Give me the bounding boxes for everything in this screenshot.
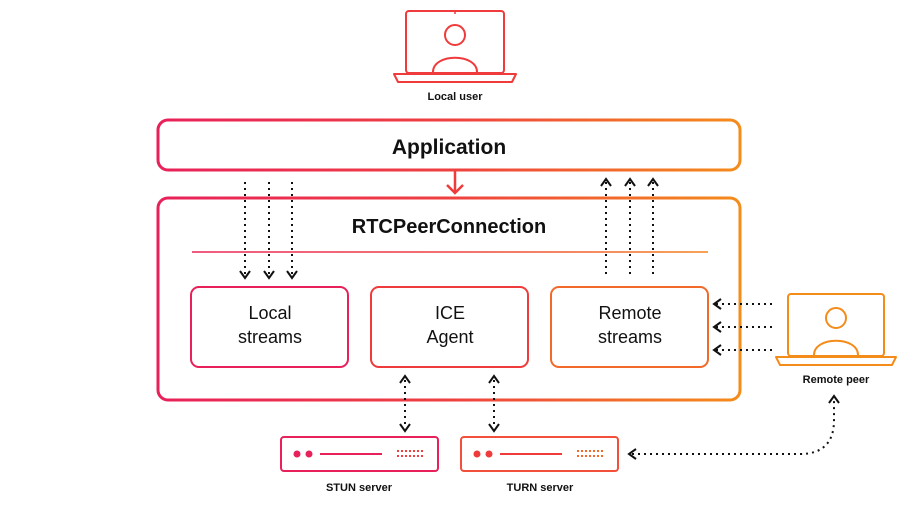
application-to-peerconnection-arrow — [446, 171, 464, 195]
turn-remote-peer-arrow — [627, 394, 840, 460]
remote-streams-box — [550, 286, 709, 368]
ice-agent-line1: ICE — [435, 303, 465, 323]
remote-streams-up-arrows — [600, 177, 659, 274]
local-streams-down-arrows — [239, 182, 298, 280]
ice-turn-arrow — [488, 374, 500, 433]
local-streams-box — [190, 286, 349, 368]
local-user-label: Local user — [427, 91, 483, 103]
application-label: Application — [392, 136, 506, 159]
ice-agent-line2: Agent — [426, 327, 473, 347]
turn-server-icon — [460, 436, 619, 472]
peer-connection-label: RTCPeerConnection — [352, 216, 546, 238]
local-streams-line2: streams — [238, 327, 302, 347]
stun-server-label: STUN server — [326, 482, 393, 494]
ice-agent-box — [370, 286, 529, 368]
ice-stun-arrow — [399, 374, 411, 433]
remote-streams-line2: streams — [598, 327, 662, 347]
local-user-laptop-icon — [393, 10, 517, 83]
application-box — [156, 118, 742, 172]
remote-peer-label: Remote peer — [803, 374, 870, 386]
local-streams-line1: Local — [248, 303, 291, 323]
stun-server-icon — [280, 436, 439, 472]
remote-peer-laptop-icon — [775, 293, 897, 366]
remote-peer-to-streams-arrows — [712, 298, 772, 356]
peer-connection-box — [156, 196, 742, 402]
turn-server-label: TURN server — [507, 482, 574, 494]
remote-streams-line1: Remote — [598, 303, 661, 323]
